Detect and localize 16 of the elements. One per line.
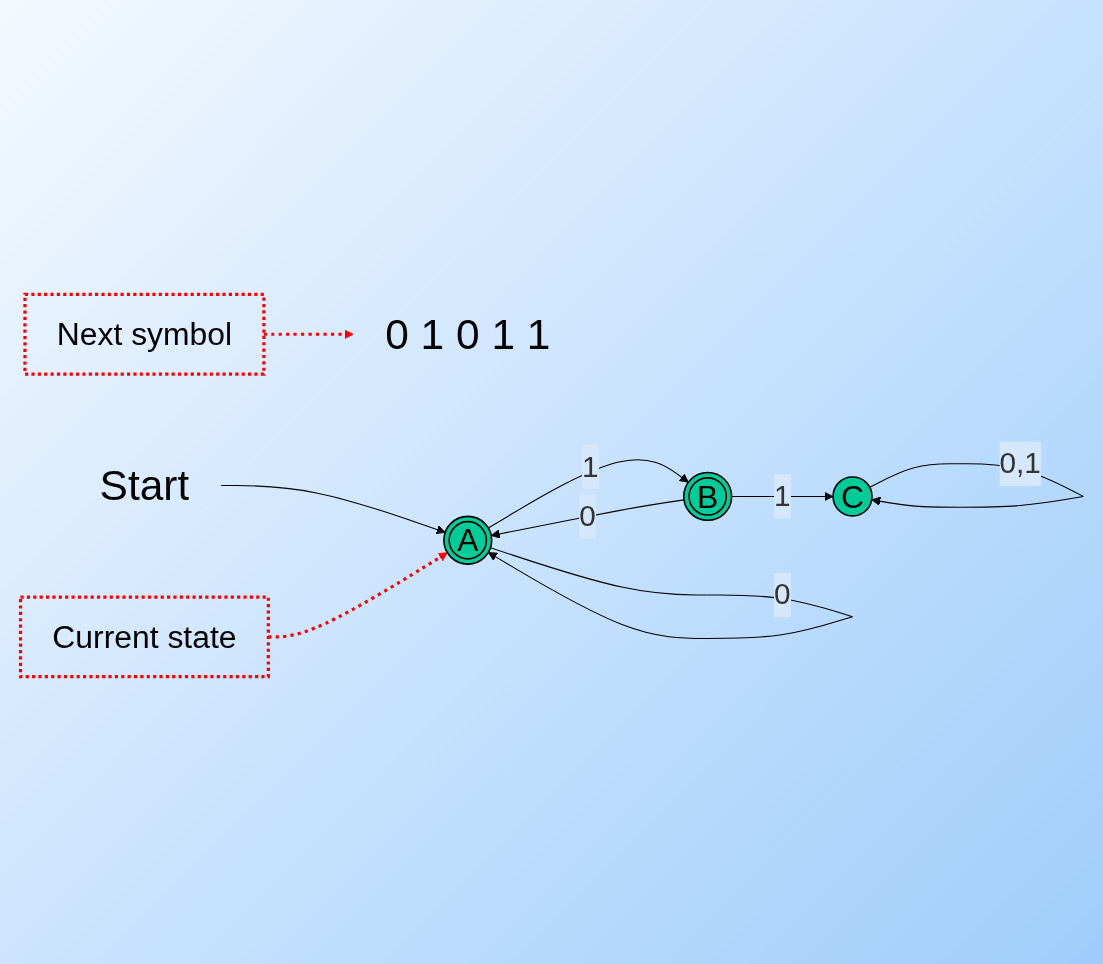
node-box: Next symbol [22,293,265,377]
node-circle: C [831,476,873,518]
node-text: Start [99,462,189,510]
arrow [263,330,354,340]
node-circle: A [442,515,492,566]
node-circle: B [682,472,732,522]
edge-label: 1 [581,450,598,484]
arrow [267,552,448,639]
edge-label: 0,1 [999,447,1041,481]
node-text: 0 1 0 1 1 [384,311,550,359]
edge-label: 1 [773,479,791,513]
node-box: Current state [18,595,270,679]
edge-label: 0 [773,578,791,612]
arrow [487,459,689,529]
arrow [220,485,446,535]
edge-label: 0 [578,499,596,533]
